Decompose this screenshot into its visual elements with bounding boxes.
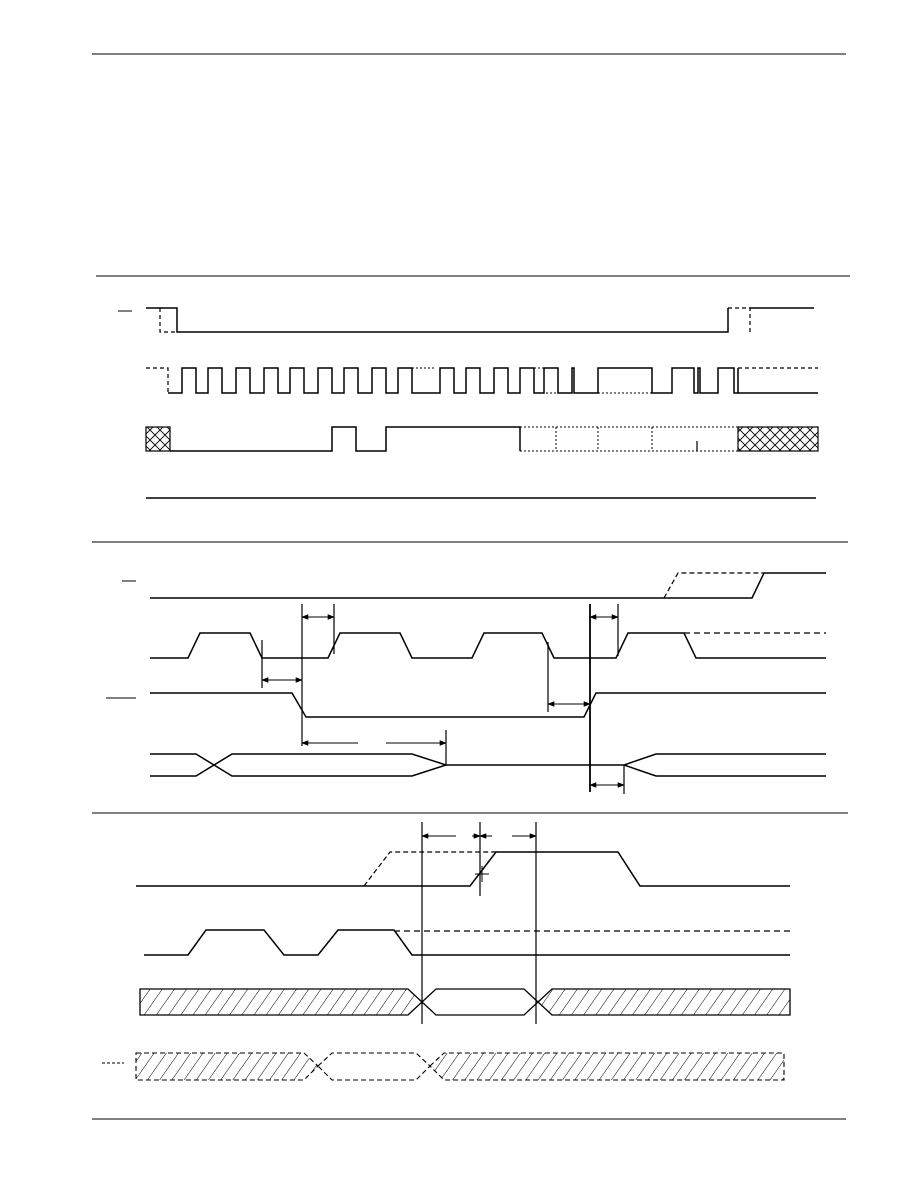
clock-pulse-train bbox=[168, 367, 739, 394]
chip-select-signal bbox=[122, 572, 826, 599]
clock-indeterminate-region bbox=[598, 367, 652, 394]
panel-input-timing bbox=[92, 812, 848, 1081]
data-dont-care-left bbox=[145, 426, 171, 452]
data-alternate-signal bbox=[102, 1052, 785, 1081]
panel-serial-read-sequence bbox=[96, 275, 850, 499]
serial-clock-signal bbox=[168, 367, 739, 394]
data-input-signal bbox=[139, 988, 791, 1016]
panel-output-timing bbox=[92, 541, 848, 794]
serial-data-signal bbox=[145, 426, 819, 452]
timing-references bbox=[261, 604, 625, 794]
data-dont-care-right bbox=[737, 426, 819, 452]
clock-dashed-ends bbox=[146, 367, 818, 394]
clock-edge-strobe-signal bbox=[106, 692, 826, 718]
data-output-signal bbox=[150, 753, 826, 777]
clock-indeterminate-region bbox=[534, 367, 556, 394]
clock-indeterminate-region bbox=[412, 367, 436, 394]
serial-clock-signal bbox=[150, 632, 826, 659]
chip-select-signal bbox=[118, 307, 814, 333]
serial-clock-signal bbox=[144, 929, 792, 956]
timing-arrows bbox=[261, 614, 625, 788]
control-line-signal bbox=[136, 851, 790, 887]
